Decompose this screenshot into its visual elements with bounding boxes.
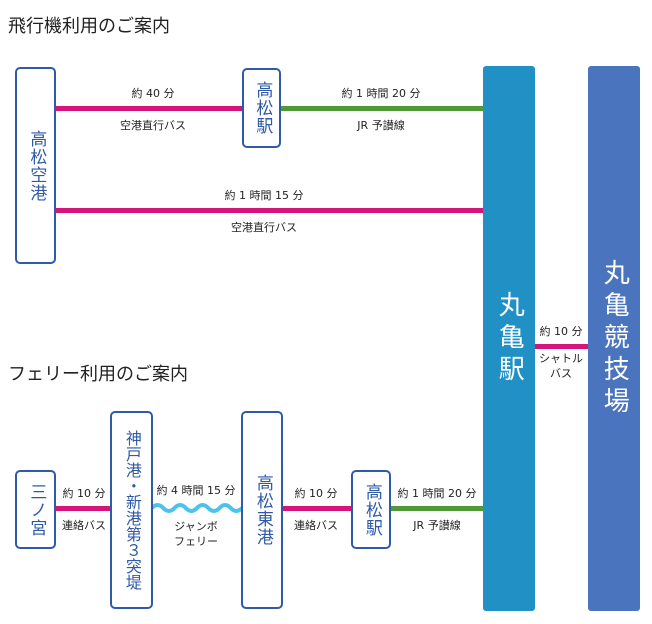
jr-line-ferry [390, 506, 484, 511]
route-mode-jr-air: JR 予讃線 [357, 119, 405, 132]
shuttle-bus-line [534, 344, 589, 349]
route-mode-bus-2: 連絡バス [294, 519, 338, 532]
airport-direct-bus-line [55, 208, 484, 213]
takamatsu-station-box-air: 高松駅 [242, 68, 281, 148]
marugame-station-label: 丸亀駅 [494, 290, 525, 387]
route-mode-jr-ferry: JR 予讃線 [413, 519, 461, 532]
route-time-jr-ferry: 約 1 時間 20 分 [397, 487, 477, 500]
route-time-bus-1: 約 10 分 [62, 487, 106, 500]
route-mode-ferry: ジャンボ フェリー [174, 520, 218, 550]
kobe-port-label: 神戸港・新港第３突堤 [122, 430, 142, 590]
route-mode-shuttle-line1: シャトル [539, 352, 583, 365]
air-section-title: 飛行機利用のご案内 [8, 16, 170, 37]
route-time-airport-bus: 約 40 分 [131, 87, 175, 100]
route-mode-airport-direct: 空港直行バス [231, 221, 297, 234]
airport-bus-line [55, 106, 243, 111]
route-time-bus-2: 約 10 分 [294, 487, 338, 500]
takamatsu-station-label-air: 高松駅 [252, 81, 273, 135]
ferry-section-title: フェリー利用のご案内 [8, 364, 188, 385]
takamatsu-station-label-ferry: 高松駅 [361, 482, 382, 537]
takamatsu-station-box-ferry: 高松駅 [351, 470, 391, 549]
takamatsu-east-port-box: 高松東港 [241, 411, 283, 609]
route-mode-ferry-line2: フェリー [174, 534, 218, 548]
route-mode-ferry-line1: ジャンボ [174, 520, 218, 533]
marugame-station-box: 丸亀駅 [483, 66, 535, 611]
marugame-stadium-label: 丸亀競技場 [599, 258, 630, 419]
route-time-airport-direct: 約 1 時間 15 分 [224, 189, 304, 202]
route-time-jr-air: 約 1 時間 20 分 [341, 87, 421, 100]
sannomiya-box: 三ノ宮 [15, 470, 56, 549]
route-time-ferry: 約 4 時間 15 分 [156, 484, 236, 497]
route-mode-bus-1: 連絡バス [62, 519, 106, 532]
kobe-port-box: 神戸港・新港第３突堤 [110, 411, 153, 609]
connecting-bus-line-1 [55, 506, 111, 511]
route-mode-shuttle: シャトル バス [539, 352, 583, 382]
jr-line-air [280, 106, 484, 111]
marugame-stadium-box: 丸亀競技場 [588, 66, 640, 611]
route-time-shuttle: 約 10 分 [539, 325, 583, 338]
sannomiya-label: 三ノ宮 [26, 482, 47, 537]
connecting-bus-line-2 [282, 506, 352, 511]
route-mode-airport-bus: 空港直行バス [120, 119, 186, 132]
ferry-route-wave [150, 503, 244, 513]
takamatsu-east-port-label: 高松東港 [252, 474, 273, 546]
takamatsu-airport-label: 高松空港 [26, 129, 47, 202]
route-mode-shuttle-line2: バス [550, 366, 572, 380]
takamatsu-airport-box: 高松空港 [15, 67, 56, 264]
